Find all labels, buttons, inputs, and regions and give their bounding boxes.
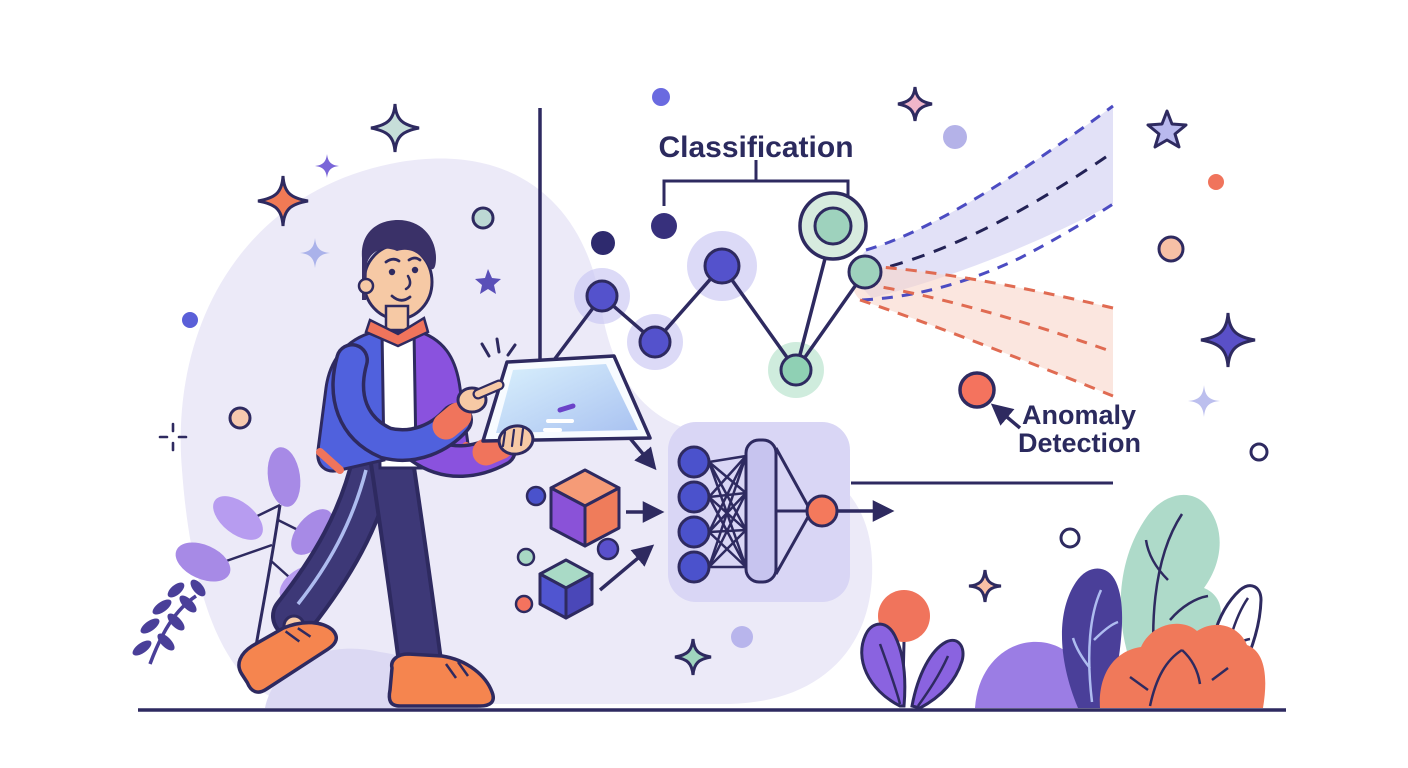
dot-lavender [731, 626, 753, 648]
person-ear [357, 277, 375, 295]
dot-lavender-top [943, 125, 967, 149]
nn-input-node [677, 550, 711, 584]
person-front-shoe [387, 652, 495, 708]
band-coral-bottom-border [859, 298, 1114, 398]
dot-blueviolet-top [652, 88, 670, 106]
node-purple [638, 325, 672, 359]
node-green-branch [847, 254, 883, 290]
dot-coral-outline [514, 594, 534, 614]
node-purple [585, 279, 619, 313]
tablet-screen [496, 364, 638, 433]
dot-blue [525, 485, 547, 507]
sparkle-star-coral [257, 175, 309, 227]
anomaly-label-line2: Detection [1018, 428, 1141, 458]
band-coral-top-border [865, 264, 1114, 310]
person-pointing-cuff [432, 402, 472, 440]
sparkle-star-lavender [300, 238, 330, 268]
cube-mint-indigo [538, 558, 594, 620]
dot-white-outline-right [1249, 442, 1269, 462]
data-cubes [538, 468, 621, 620]
flower-coral [860, 590, 965, 710]
nn-input-arrow-bottom [598, 544, 655, 592]
anomaly-label-line1: Anomaly [1022, 400, 1136, 430]
nn-connections [707, 454, 748, 569]
scatter-dot [591, 231, 615, 255]
crosshair-mark [158, 422, 188, 452]
person-back-shoe [237, 620, 338, 694]
dot-purple [596, 537, 620, 561]
nn-output-node [805, 494, 839, 528]
person-collar [364, 316, 430, 348]
classification-label: Classification [658, 131, 853, 164]
nn-input-node [677, 445, 711, 479]
bush-coral [1099, 623, 1266, 708]
anomaly-callout: Anomaly Detection [958, 371, 1141, 458]
nn-output-connections [774, 447, 810, 575]
cube-coral-purple [549, 468, 621, 548]
person-hair [361, 220, 436, 300]
band-lavender-top-border [865, 104, 1114, 252]
decor-sparkles [158, 86, 1269, 462]
dot-peach-outline-left [228, 406, 252, 430]
star5-lavender-right [1146, 109, 1188, 149]
nn-input-node [677, 480, 711, 514]
person-grip-hand [497, 424, 535, 456]
sparkle-star-indigo-right [1200, 312, 1256, 368]
classification-bracket [662, 160, 850, 206]
dot-coral-right [1208, 174, 1224, 190]
confidence-bands [852, 104, 1114, 398]
sparkle-star-mint-bottom [674, 638, 712, 676]
person-smile [390, 294, 412, 302]
band-coral-fill [852, 266, 1113, 396]
node-green-ring-inner [813, 206, 853, 246]
star5-purple [475, 269, 501, 294]
plant-left-purple [175, 447, 333, 653]
nn-hidden-layer-block [744, 438, 778, 584]
plants-right [975, 494, 1266, 708]
sparkle-star-pale-right [1188, 385, 1220, 417]
scatter-dot [651, 213, 677, 239]
anomaly-point [958, 371, 996, 409]
person-neck [384, 304, 410, 332]
nn-input-node [677, 515, 711, 549]
timeseries-chart: Classification [543, 131, 883, 398]
band-lavender-bottom-border [861, 202, 1114, 302]
sparkle-star-mint-tl [370, 103, 420, 153]
neural-network-diagram [598, 412, 895, 602]
tablet [480, 337, 652, 443]
dot-indigo-left [182, 312, 198, 328]
person-eye-right [411, 266, 419, 274]
sparkle-star-peach [968, 569, 1002, 603]
band-center-forecast-line [867, 150, 1114, 274]
dot-mint [516, 547, 536, 567]
person-pointing-arm [331, 343, 505, 462]
node-green [779, 353, 813, 387]
dot-peach-outline-right [1157, 235, 1185, 263]
band-coral-center-line [863, 282, 1114, 354]
tablet-screen-lines [543, 419, 574, 432]
plant-left-fern [132, 579, 206, 665]
tablet-screen-scribble [557, 403, 576, 413]
anomaly-arrow [990, 403, 1022, 430]
pant-stripe [296, 469, 368, 606]
person-eye-left [388, 268, 396, 276]
person-nose [404, 274, 412, 291]
circle-outline-small [1059, 527, 1081, 549]
sparkle-star-pink [897, 86, 933, 122]
dot-teal-outline [471, 206, 495, 230]
tap-sparks [480, 337, 517, 358]
sparkle-star-purple-small [315, 154, 339, 178]
node-purple-large [703, 247, 741, 285]
person-holding-cuff [472, 432, 514, 466]
band-lavender-fill [856, 106, 1113, 298]
person-eyebrows [384, 256, 422, 264]
